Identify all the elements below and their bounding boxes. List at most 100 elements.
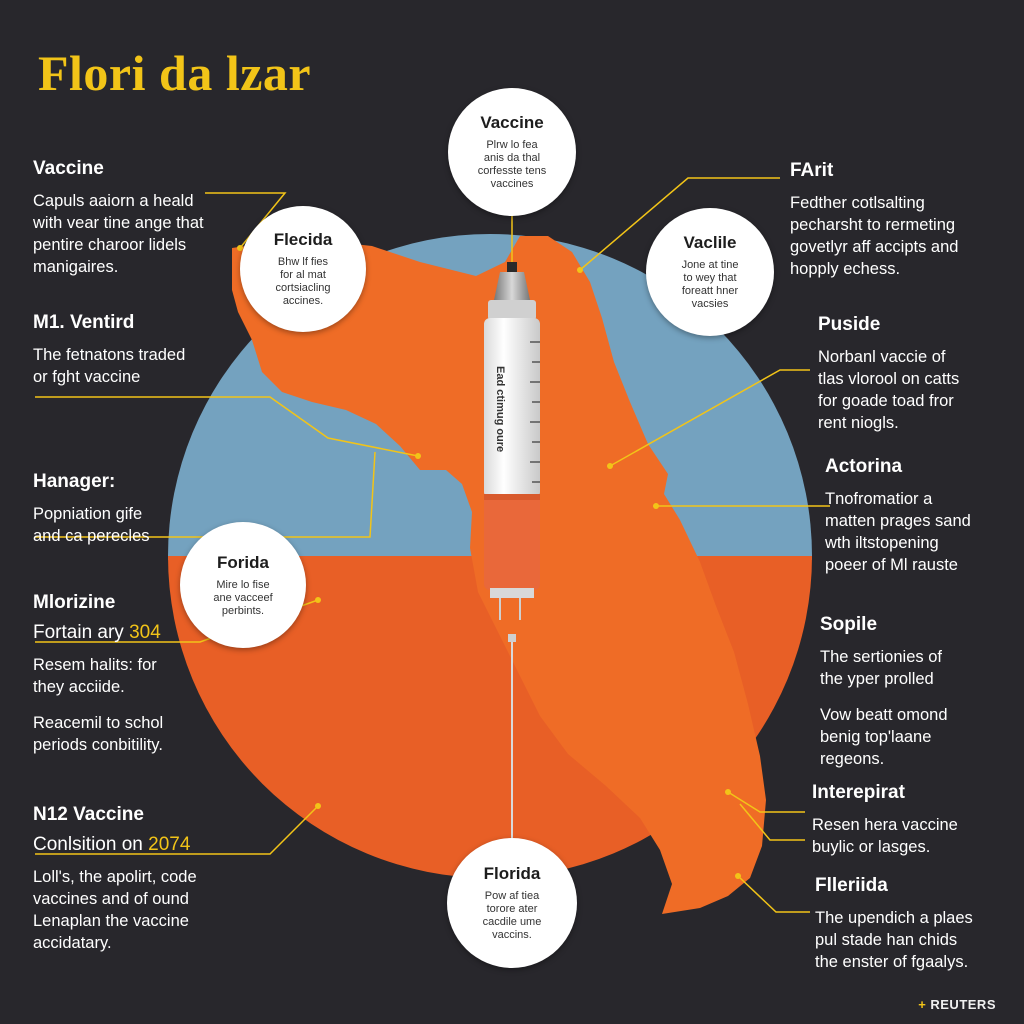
bubble-line: Pow af tiea: [484, 890, 540, 902]
bubble-flecida: Flecida Bhw lf fies for al mat cortsiacl…: [240, 206, 366, 332]
note-line: pentire charoor lidels: [33, 236, 187, 254]
highlight-number: 304: [129, 622, 161, 643]
bubble-line: vacsies: [691, 298, 729, 310]
bubble-line: vaccines: [490, 178, 534, 190]
note-actorina: Actorina Tnofromatior a matten prages sa…: [825, 456, 1020, 576]
note-hanager: Hanager: Popniation gife and ca perecles: [33, 471, 293, 547]
leader-dots: [237, 245, 741, 879]
bubble-forida: Forida Mire lo fise ane vacceef perbints…: [180, 522, 306, 648]
note-heading: Interepirat: [812, 782, 905, 803]
bubble-line: for al mat: [280, 269, 326, 281]
note-line: The fetnatons traded: [33, 346, 186, 364]
note-line: Capuls aaiorn a heald: [33, 192, 194, 210]
bubble-title: Flecida: [273, 230, 333, 249]
note-vaccine-left: Vaccine Capuls aaiorn a heald with vear …: [33, 158, 293, 278]
note-line: the enster of fgaalys.: [815, 953, 969, 971]
note-heading: Hanager:: [33, 471, 116, 492]
note-sopile: Sopile The sertionies of the yper prolle…: [820, 614, 1015, 770]
credit-mark: +: [918, 997, 927, 1012]
note-line: the yper prolled: [820, 670, 934, 688]
bubble-line: vaccins.: [492, 929, 532, 941]
note-line: benig top'laane: [820, 728, 932, 746]
note-line: regeons.: [820, 750, 885, 768]
note-puside: Puside Norbanl vaccie of tlas vlorool on…: [818, 314, 1018, 434]
note-line: or fght vaccine: [33, 368, 141, 386]
bubble-title: Forida: [217, 552, 269, 572]
note-flleriida: Flleriida The upendich a plaes pul stade…: [815, 875, 1015, 973]
note-subheading: Fortain ary 304: [33, 622, 293, 644]
highlight-number: 2074: [148, 834, 191, 855]
bubble-line: cacdile ume: [482, 916, 542, 928]
bubble-vaclile: Vaclile Jone at tine to wey that foreatt…: [646, 208, 774, 336]
note-line: Lenaplan the vaccine: [33, 912, 189, 930]
syringe-label: Ead ctimug oure: [494, 366, 506, 452]
bubble-line: corfesste tens: [477, 165, 547, 177]
subheading-text: Fortain ary: [33, 622, 124, 643]
note-line: Popniation gife: [33, 505, 143, 523]
note-line: vaccines and of ound: [33, 890, 189, 908]
note-line: hopply echess.: [790, 260, 901, 278]
bubble-line: accines.: [282, 295, 324, 307]
bubble-line: perbints.: [221, 604, 265, 617]
note-subheading: Conlsition on 2074: [33, 834, 293, 856]
note-heading: Mlorizine: [33, 592, 116, 613]
bubble-line: ane vacceef: [213, 591, 273, 604]
note-line: Loll's, the apolirt, code: [33, 868, 197, 886]
note-line: Norbanl vaccie of: [818, 348, 946, 366]
bubble-vaccine: Vaccine Plrw lo fea anis da thal corfess…: [448, 88, 576, 216]
note-line: govetlyr aff accipts and: [790, 238, 959, 256]
note-line: pul stade han chids: [815, 931, 958, 949]
note-line: matten prages sand: [825, 512, 971, 530]
note-line: The sertionies of: [820, 648, 942, 666]
note-heading: Puside: [818, 314, 881, 335]
note-line: rent niogls.: [818, 414, 899, 432]
note-line: Resem halits: for: [33, 656, 157, 674]
bubble-florida: Florida Pow af tiea torore ater cacdile …: [447, 838, 577, 968]
note-line: The upendich a plaes: [815, 909, 973, 927]
note-interepirat: Interepirat Resen hera vaccine buylic or…: [812, 782, 1012, 858]
note-line: Reacemil to schol: [33, 714, 164, 732]
bubble-title: Vaclile: [683, 233, 737, 252]
note-line: for goade toad fror: [818, 392, 954, 410]
bubble-line: torore ater: [486, 903, 538, 915]
note-line: Fedther cotlsalting: [790, 194, 925, 212]
bubble-line: cortsiacling: [275, 282, 331, 294]
bubble-title: Vaccine: [480, 113, 544, 132]
credit-line: +REUTERS: [918, 997, 996, 1012]
bubble-title: Florida: [483, 864, 541, 883]
note-heading: Actorina: [825, 456, 903, 477]
note-line: Resen hera vaccine: [812, 816, 958, 834]
note-line: periods conbitility.: [33, 736, 163, 754]
note-ventird: M1. Ventird The fetnatons traded or fght…: [33, 312, 293, 388]
credit-text: REUTERS: [930, 997, 996, 1012]
note-heading: N12 Vaccine: [33, 804, 144, 825]
note-heading: FArit: [790, 160, 834, 181]
note-n12-vaccine: N12 Vaccine Conlsition on 2074 Loll's, t…: [33, 804, 293, 954]
bubble-line: Bhw lf fies: [277, 256, 329, 268]
note-line: wth iltstopening: [825, 534, 939, 552]
subheading-text: Conlsition on: [33, 834, 143, 855]
leader-lines: [35, 177, 830, 913]
bubble-line: to wey that: [683, 272, 737, 284]
note-line: accidatary.: [33, 934, 112, 952]
note-heading: Sopile: [820, 614, 878, 635]
note-farit: FArit Fedther cotlsalting pecharsht to r…: [790, 160, 1015, 280]
note-mlorizine: Mlorizine Fortain ary 304 Resem halits: …: [33, 592, 293, 756]
bubble-line: foreatt hner: [681, 285, 739, 297]
note-line: pecharsht to rermeting: [790, 216, 956, 234]
note-heading: Flleriida: [815, 875, 888, 896]
note-line: buylic or lasges.: [812, 838, 931, 856]
bubble-line: Plrw lo fea: [486, 139, 538, 151]
note-line: tlas vlorool on catts: [818, 370, 960, 388]
bubble-line: anis da thal: [483, 152, 541, 164]
syringe-illustration: Ead ctimug oure: [484, 262, 540, 838]
note-line: poeer of Ml rauste: [825, 556, 958, 574]
note-line: Tnofromatior a: [825, 490, 933, 508]
note-heading: Vaccine: [33, 158, 104, 179]
page-title: Flori da lzar: [38, 45, 312, 101]
bubble-line: Jone at tine: [681, 259, 739, 271]
note-line: Vow beatt omond: [820, 706, 948, 724]
note-line: manigaires.: [33, 258, 119, 276]
bubble-line: Mire lo fise: [216, 578, 270, 591]
note-line: with vear tine ange that: [33, 214, 204, 232]
